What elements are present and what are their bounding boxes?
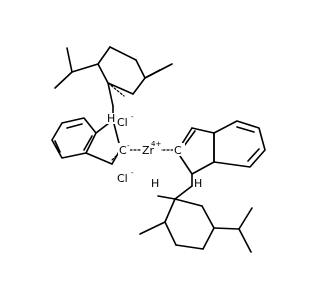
chloride-charge-bottom: - (131, 169, 134, 177)
zirconium-label: Zr (142, 144, 155, 157)
carbanion-label-right: C (174, 144, 182, 157)
carbanion-label-left: C (119, 144, 127, 157)
molecule-canvas: H Cl - C - Zr 4+ C Cl - H H (51, 46, 266, 253)
zirconium-charge: 4+ (151, 140, 161, 148)
hydrogen-label-left: H (107, 112, 115, 125)
chloride-label-bottom: Cl (117, 172, 128, 185)
lower-menthyl-group (139, 185, 253, 253)
atom-labels: H Cl - C - Zr 4+ C Cl - H H (106, 112, 204, 190)
upper-menthyl-group (54, 46, 173, 107)
right-indenyl-group (158, 120, 266, 187)
chloride-charge-top: - (131, 113, 134, 121)
structure-drawing: H Cl - C - Zr 4+ C Cl - H H (51, 46, 266, 253)
carbanion-charge-left: - (127, 142, 130, 150)
chloride-label-top: Cl (117, 116, 128, 129)
hydrogen-label-right: H (194, 177, 202, 190)
hydrogen-label-bottom: H (151, 177, 159, 190)
